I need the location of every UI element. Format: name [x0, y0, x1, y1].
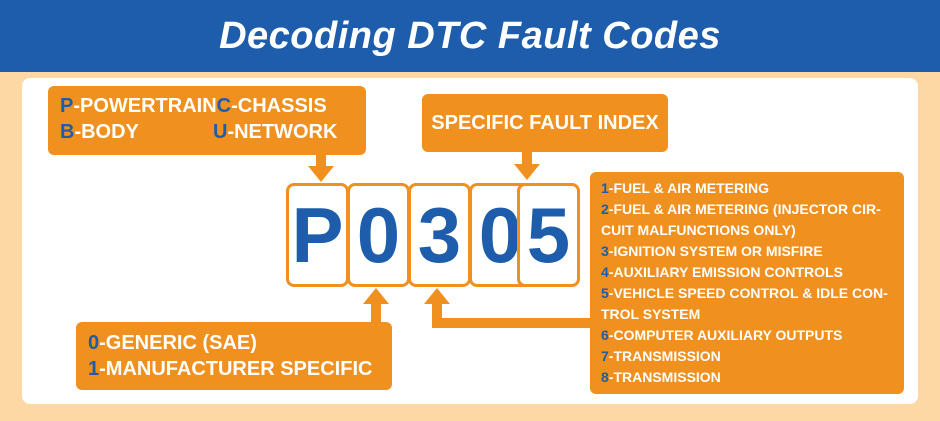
generic-label: -GENERIC (SAE) [99, 332, 257, 354]
code-digit: 5 [526, 190, 571, 279]
category-label: -BODY [74, 121, 139, 143]
code-digit: P [291, 190, 344, 279]
arrow-subsystem-head [424, 288, 450, 304]
arrow-subsystem-stem-horizontal [432, 318, 592, 328]
subsystem-label: -COMPUTER AUXILIARY OUTPUTS [608, 327, 843, 343]
category-label: -NETWORK [227, 121, 338, 143]
subsystem-item: 7-TRANSMISSION [601, 346, 896, 367]
subsystem-code: 5 [601, 285, 609, 301]
arrow-generic-stem [371, 303, 381, 323]
specific-fault-index-box: SPECIFIC FAULT INDEX [422, 94, 668, 152]
subsystem-item: 4-AUXILIARY EMISSION CONTROLS [601, 262, 896, 283]
code-digit-tile: P [286, 183, 349, 287]
subsystem-code: 4 [601, 264, 609, 280]
arrow-index-head [514, 164, 540, 180]
page-title: Decoding DTC Fault Codes [219, 14, 721, 57]
category-code: P [60, 95, 74, 117]
subsystem-label: -FUEL & AIR METERING [608, 180, 770, 196]
code-digit: 3 [417, 190, 462, 279]
generic-manufacturer-box: 0-GENERIC (SAE) 1-MANUFACTURER SPECIFIC [76, 322, 392, 390]
code-digit-tile: 0 [347, 183, 410, 287]
subsystem-item-continuation: TROL SYSTEM [601, 304, 896, 325]
subsystem-label: -FUEL & AIR METERING (INJECTOR CIR- [608, 201, 881, 217]
code-digit-tile: 5 [517, 183, 580, 287]
subsystem-item: 8-TRANSMISSION [601, 367, 896, 388]
category-row: B-BODY U-NETWORK [60, 119, 366, 145]
category-code: U [213, 121, 228, 143]
header-banner: Decoding DTC Fault Codes [0, 0, 940, 72]
category-label: -CHASSIS [231, 95, 327, 117]
category-item-body: B-BODY [60, 119, 213, 145]
subsystem-label: CUIT MALFUNCTIONS ONLY) [601, 222, 796, 238]
generic-item: 0-GENERIC (SAE) [88, 330, 392, 356]
code-digit-tile: 3 [408, 183, 471, 287]
arrow-subsystem-stem-vertical [432, 303, 442, 328]
subsystem-code: 3 [601, 243, 609, 259]
subsystem-box: 1-FUEL & AIR METERING 2-FUEL & AIR METER… [590, 172, 904, 394]
category-item-chassis: C-CHASSIS [217, 93, 366, 119]
subsystem-item: 3-IGNITION SYSTEM OR MISFIRE [601, 241, 896, 262]
arrow-category-stem [316, 155, 326, 169]
code-digit: 0 [478, 190, 523, 279]
subsystem-label: -VEHICLE SPEED CONTROL & IDLE CON- [608, 285, 888, 301]
category-box: P-POWERTRAIN C-CHASSIS B-BODY U-NETWORK [48, 86, 366, 155]
category-label: -POWERTRAIN [73, 95, 217, 117]
subsystem-code: 1 [601, 180, 609, 196]
category-code: B [60, 121, 75, 143]
subsystem-label: -TRANSMISSION [608, 369, 721, 385]
generic-code: 1 [88, 358, 100, 380]
subsystem-item: 2-FUEL & AIR METERING (INJECTOR CIR- [601, 199, 896, 220]
subsystem-label: -IGNITION SYSTEM OR MISFIRE [608, 243, 823, 259]
category-row: P-POWERTRAIN C-CHASSIS [60, 93, 366, 119]
subsystem-code: 6 [601, 327, 609, 343]
subsystem-code: 8 [601, 369, 609, 385]
subsystem-label: -AUXILIARY EMISSION CONTROLS [608, 264, 843, 280]
generic-item: 1-MANUFACTURER SPECIFIC [88, 356, 392, 382]
subsystem-label: TROL SYSTEM [601, 306, 701, 322]
arrow-category-head [308, 166, 334, 182]
subsystem-code: 7 [601, 348, 609, 364]
category-code: C [216, 95, 232, 117]
arrow-generic-head [363, 288, 389, 304]
category-item-network: U-NETWORK [213, 119, 366, 145]
subsystem-label: -TRANSMISSION [608, 348, 721, 364]
subsystem-item-continuation: CUIT MALFUNCTIONS ONLY) [601, 220, 896, 241]
subsystem-code: 2 [601, 201, 609, 217]
code-digit: 0 [356, 190, 401, 279]
subsystem-item: 6-COMPUTER AUXILIARY OUTPUTS [601, 325, 896, 346]
specific-fault-index-label: SPECIFIC FAULT INDEX [431, 111, 659, 134]
category-item-powertrain: P-POWERTRAIN [60, 93, 217, 119]
generic-code: 0 [88, 332, 100, 354]
subsystem-item: 1-FUEL & AIR METERING [601, 178, 896, 199]
generic-label: -MANUFACTURER SPECIFIC [99, 358, 373, 380]
arrow-index-stem [522, 152, 532, 166]
subsystem-item: 5-VEHICLE SPEED CONTROL & IDLE CON- [601, 283, 896, 304]
